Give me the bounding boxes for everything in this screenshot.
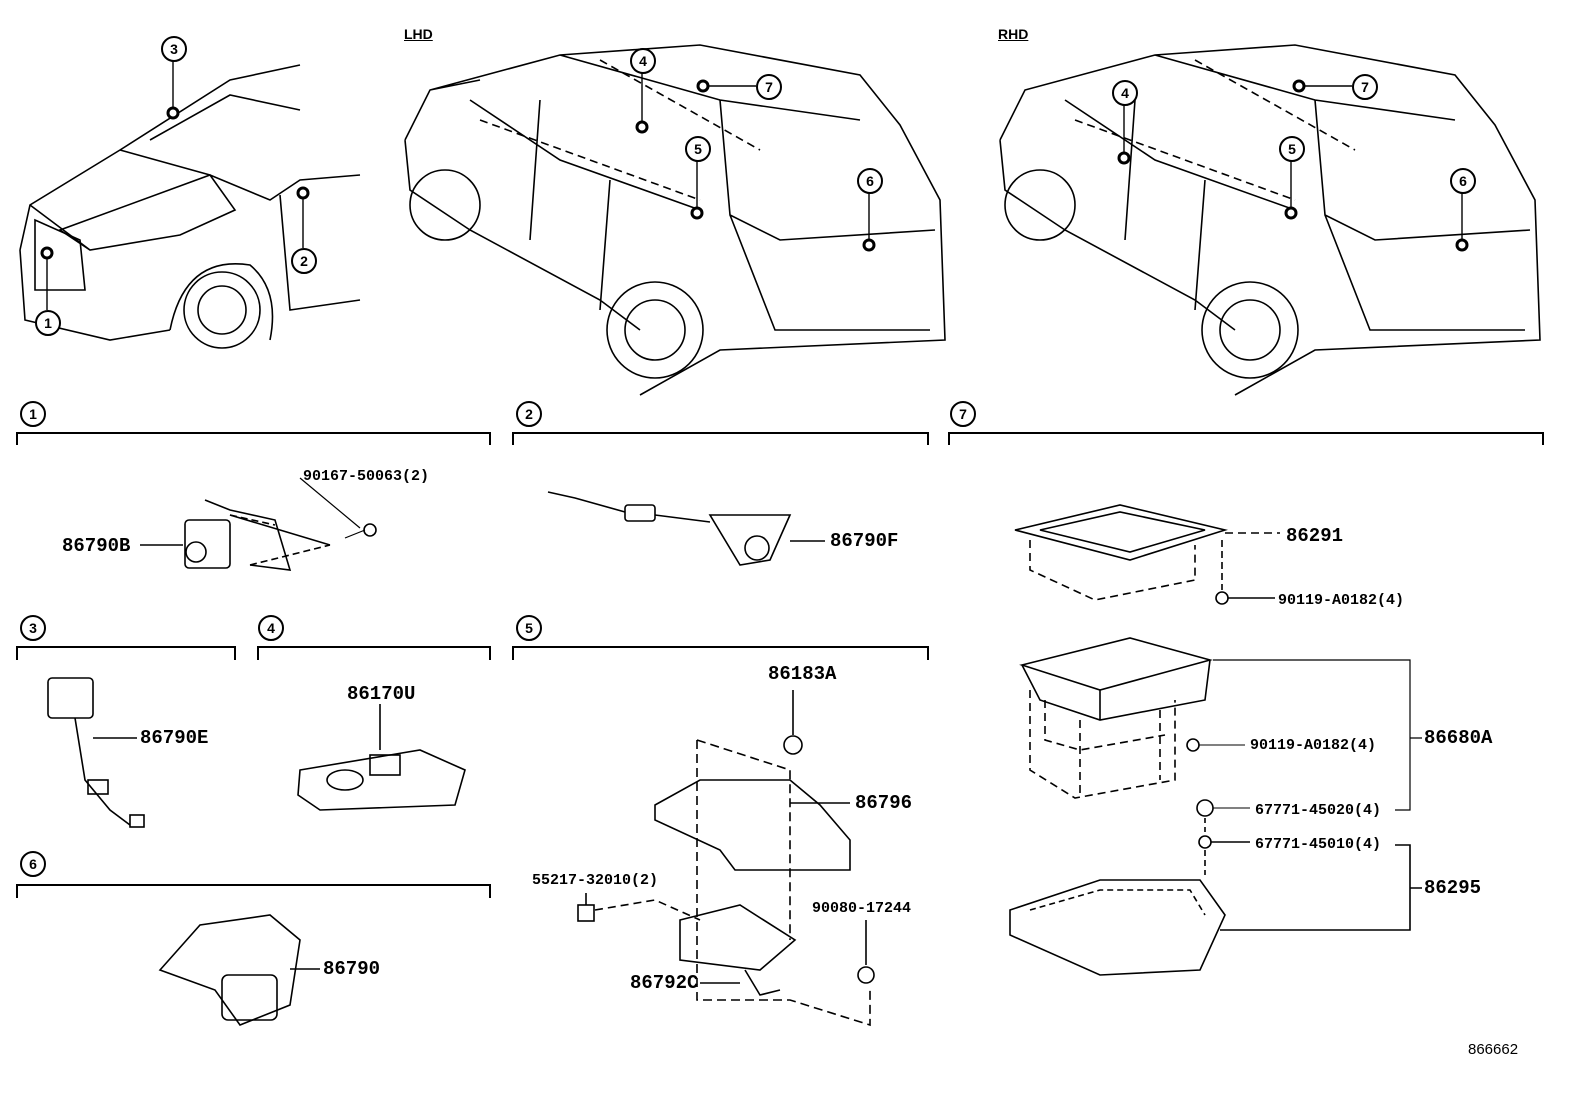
section-3-header: 3 (20, 615, 46, 641)
part-67771-45020[interactable]: 67771-45020(4) (1255, 802, 1382, 819)
callout-2[interactable]: 2 (291, 248, 317, 274)
callout-6-rhd[interactable]: 6 (1450, 168, 1476, 194)
part-86295[interactable]: 86295 (1424, 877, 1482, 899)
callout-7-lhd[interactable]: 7 (756, 74, 782, 100)
part-55217-32010[interactable]: 55217-32010(2) (532, 872, 659, 889)
callout-6-lhd[interactable]: 6 (857, 168, 883, 194)
location-dots (40, 79, 1469, 260)
part-86790B-drawing (140, 477, 377, 571)
lhd-vehicle-illustration (404, 44, 946, 396)
part-86796-86792C-drawing (577, 690, 875, 1027)
part-67771-45010[interactable]: 67771-45010(4) (1255, 836, 1382, 853)
callout-4-rhd[interactable]: 4 (1112, 80, 1138, 106)
part-86170U-drawing (297, 704, 466, 811)
part-86295-drawing (1009, 850, 1226, 976)
section-2-header: 2 (516, 401, 542, 427)
part-86291[interactable]: 86291 (1286, 525, 1344, 547)
part-90080-17244[interactable]: 90080-17244 (812, 900, 912, 917)
section-6-header: 6 (20, 851, 46, 877)
part-86170U[interactable]: 86170U (347, 683, 416, 705)
callout-leaders (46, 60, 1463, 310)
part-86796[interactable]: 86796 (855, 792, 913, 814)
callout-5-lhd[interactable]: 5 (685, 136, 711, 162)
callout-1[interactable]: 1 (35, 310, 61, 336)
section-4-header: 4 (258, 615, 284, 641)
section-7-header: 7 (950, 401, 976, 427)
section-brackets (16, 432, 1544, 898)
part-86790[interactable]: 86790 (323, 958, 381, 980)
section-5-header: 5 (516, 615, 542, 641)
part-86183A[interactable]: 86183A (768, 663, 837, 685)
lhd-label: LHD (404, 26, 433, 42)
part-86790E[interactable]: 86790E (140, 727, 209, 749)
rhd-vehicle-illustration (999, 44, 1541, 396)
part-86792C[interactable]: 86792C (630, 972, 699, 994)
part-90167-50063[interactable]: 90167-50063(2) (303, 468, 430, 485)
callout-3[interactable]: 3 (161, 36, 187, 62)
diagram-id: 866662 (1468, 1041, 1519, 1058)
callout-4-lhd[interactable]: 4 (630, 48, 656, 74)
part-86680A[interactable]: 86680A (1424, 727, 1493, 749)
part-86790E-drawing (47, 677, 145, 828)
part-90119-A0182-lower[interactable]: 90119-A0182(4) (1250, 737, 1377, 754)
part-86680A-drawing (1019, 637, 1422, 931)
rhd-label: RHD (998, 26, 1029, 42)
part-86291-drawing (1014, 504, 1280, 605)
part-90119-A0182-upper[interactable]: 90119-A0182(4) (1278, 592, 1405, 609)
part-86790-drawing (158, 914, 320, 1026)
part-86790F[interactable]: 86790F (830, 530, 899, 552)
callout-5-rhd[interactable]: 5 (1279, 136, 1305, 162)
part-86790B[interactable]: 86790B (62, 535, 131, 557)
front-vehicle-illustration (19, 64, 361, 349)
part-86790F-drawing (547, 491, 825, 566)
section-1-header: 1 (20, 401, 46, 427)
callout-7-rhd[interactable]: 7 (1352, 74, 1378, 100)
